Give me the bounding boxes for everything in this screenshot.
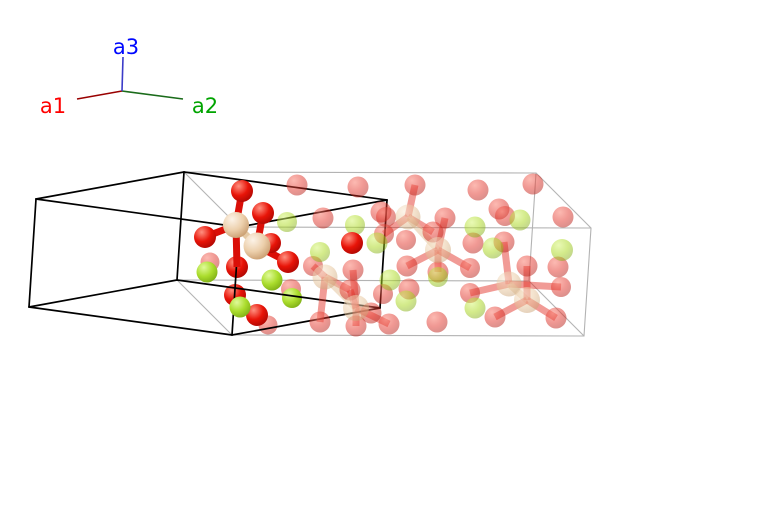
faded-atom-O [460,258,480,278]
faded-atom-Li [464,297,486,319]
atom-Li [261,269,283,291]
faded-atom-P [395,204,421,230]
atom-O [277,251,299,273]
faded-atom-O [342,259,364,281]
faded-atom-Li [310,242,330,262]
unit-cell-box-edge [28,306,233,336]
axes-widget: a1 a2 a3 [40,35,218,118]
faded-atom-Li [395,290,417,312]
faded-atom-O [552,206,574,228]
faded-atom-O [347,176,369,198]
atom-Li [196,261,218,283]
faded-atom-O [404,174,426,196]
faded-atom-O [467,179,489,201]
faded-atom-O [522,173,544,195]
supercell-box-edge [183,171,537,174]
faded-atom-O [484,306,506,328]
faded-atom-P [343,295,369,321]
faded-atom-Li [379,269,401,291]
faded-atom-P [425,237,451,263]
faded-atom-O [312,207,334,229]
faded-atom-O [396,255,418,277]
faded-atom-O [396,230,416,250]
axis-line-a2 [121,90,184,100]
faded-atom-Li [366,232,388,254]
axis-label-a1: a1 [40,94,66,118]
faded-atoms [277,173,574,337]
atom-O [194,226,216,248]
faded-atom-Li [509,209,531,231]
atom-O [341,232,363,254]
faded-atom-Li [277,212,297,232]
faded-atom-O [378,313,400,335]
faded-atom-O [345,315,367,337]
faded-atom-O [309,311,331,333]
atom-P [243,232,271,260]
faded-atom-O [516,255,538,277]
atom-O [246,304,268,326]
unit-cell-box-edge [176,171,185,281]
faded-atom-Li [345,215,365,235]
faded-atom-O [462,232,484,254]
unit-cell-box-edge [28,198,37,308]
supercell-box-edge [176,279,233,336]
faded-atom-O [426,311,448,333]
atom-Li [282,288,302,308]
faded-atom-O [376,207,396,227]
supercell-box-edge [231,334,585,337]
faded-atom-O [286,174,308,196]
axis-line-a3 [121,56,124,92]
supercell-box-edge [535,172,592,229]
unit-cell-box-edge [35,171,185,200]
faded-atom-Li [428,267,448,287]
faded-atom-Li [551,239,573,261]
faded-atom-P [312,264,338,290]
faded-atom-Li [482,237,504,259]
axis-line-a1 [76,90,123,100]
unit-cell-box-edge [35,198,240,228]
axis-label-a3: a3 [113,35,139,59]
atom-P [223,212,249,238]
faded-atom-P [496,271,522,297]
atom-Li [229,296,251,318]
atom-O [231,180,253,202]
atom-O [252,202,274,224]
faded-atom-O [547,256,569,278]
faded-atom-P [514,287,540,313]
axis-label-a2: a2 [192,94,218,118]
faded-atom-O [545,307,567,329]
unit-cell-box-edge [28,279,178,308]
opaque-atoms [194,180,363,326]
faded-atom-Li [464,216,486,238]
supercell-box-edge [583,227,592,337]
faded-atom-O [434,207,456,229]
faded-atom-O [551,277,571,297]
